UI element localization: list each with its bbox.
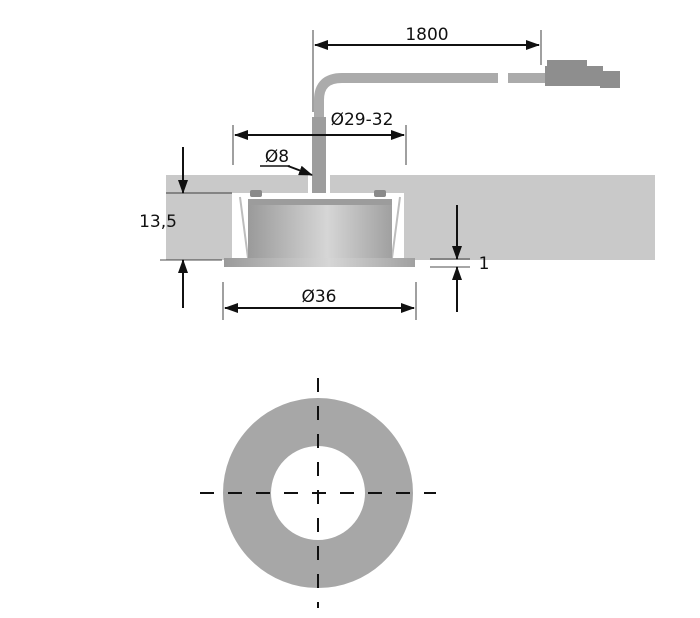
dim-height: 13,5 — [139, 212, 177, 232]
mounting-panel — [166, 175, 655, 260]
dimension-lines — [160, 30, 542, 320]
dim-flange-thickness: 1 — [479, 254, 490, 274]
dim-cutout-diameter: Ø29-32 — [331, 110, 394, 130]
front-view-ring — [200, 378, 436, 608]
dim-flange-diameter: Ø36 — [301, 287, 336, 307]
connector-plug — [545, 60, 620, 88]
center-crosshair — [200, 378, 436, 608]
clip-screw-left — [250, 190, 262, 197]
dim-cable-diameter: Ø8 — [265, 147, 289, 167]
clip-screw-right — [374, 190, 386, 197]
lamp-body — [224, 190, 415, 267]
cable — [312, 60, 620, 193]
dim-cable-length: 1800 — [405, 25, 448, 45]
flange — [224, 258, 415, 267]
